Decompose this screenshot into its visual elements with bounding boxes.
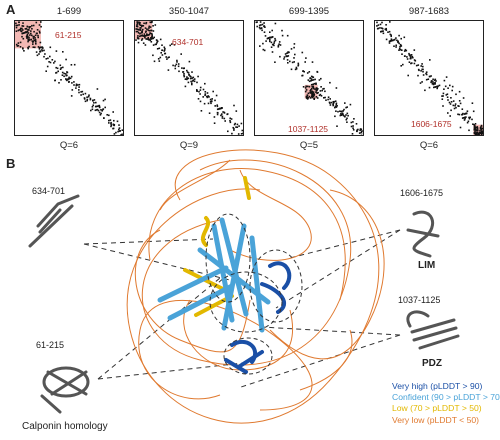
contact-map-3-plot xyxy=(255,21,363,135)
legend-very-low: Very low (pLDDT < 50) xyxy=(392,414,480,425)
domain-ellipses xyxy=(205,213,303,375)
structure-61-215-range: 61-215 xyxy=(36,340,65,350)
pdz-domain-icon xyxy=(406,310,460,350)
contact-map-4-plot xyxy=(376,21,483,135)
map-1-region-label: 61-215 xyxy=(55,30,82,40)
panel-b-label: B xyxy=(6,156,16,171)
map-4-q: Q=6 xyxy=(419,140,439,151)
map-3-region-label: 1037-1125 xyxy=(288,124,329,134)
contact-dots xyxy=(15,21,123,135)
contact-dots xyxy=(255,21,363,135)
structure-1606-1675-range: 1606-1675 xyxy=(400,188,444,198)
contact-map-2 xyxy=(134,20,244,136)
contact-map-1-plot xyxy=(15,21,123,135)
contact-dots xyxy=(135,21,243,135)
contact-map-4 xyxy=(374,20,484,136)
structure-pdz-name: PDZ xyxy=(422,358,442,369)
structure-634-701-range: 634-701 xyxy=(32,186,66,196)
structure-61-215-name: Calponin homology xyxy=(22,421,108,432)
calponin-homology-domain-icon xyxy=(40,366,90,414)
contact-dots xyxy=(376,21,483,135)
map-1-title: 1-699 xyxy=(56,6,82,17)
map-2-q: Q=9 xyxy=(179,140,199,151)
very-high-core xyxy=(224,261,292,374)
structure-1037-1125-range: 1037-1125 xyxy=(398,295,441,305)
map-3-title: 699-1395 xyxy=(288,6,330,17)
structure-lim-name: LIM xyxy=(418,260,436,271)
map-3-q: Q=5 xyxy=(299,140,319,151)
plddt-legend: Very high (pLDDT > 90) Confident (90 > p… xyxy=(392,381,500,426)
contact-map-3 xyxy=(254,20,364,136)
legend-confident: Confident (90 > pLDDT > 70) xyxy=(392,392,500,403)
contact-map-1 xyxy=(14,20,124,136)
map-2-region-label: 634-701 xyxy=(172,37,204,47)
map-4-title: 987-1683 xyxy=(408,6,450,17)
helix-634-701-icon xyxy=(28,194,80,248)
map-1-q: Q=6 xyxy=(59,140,79,151)
legend-low: Low (70 > pLDDT > 50) xyxy=(392,403,482,414)
lim-domain-icon xyxy=(406,210,440,258)
confident-helices xyxy=(157,217,271,333)
map-2-title: 350-1047 xyxy=(168,6,210,17)
legend-very-high: Very high (pLDDT > 90) xyxy=(392,381,483,391)
panel-a-label: A xyxy=(6,2,16,17)
contact-map-2-plot xyxy=(135,21,243,135)
map-4-region-label: 1606-1675 xyxy=(411,119,452,129)
